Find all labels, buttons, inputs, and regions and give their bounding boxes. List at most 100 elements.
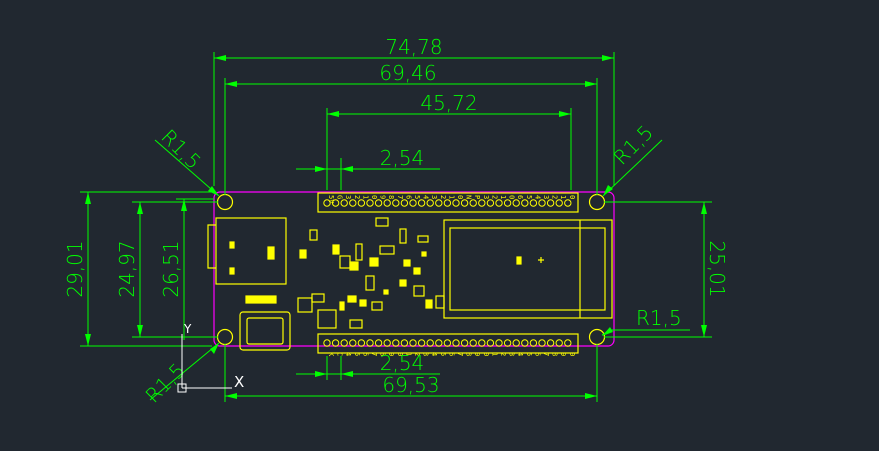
- top-header-pin-label: 1: [559, 195, 567, 199]
- usb-connector: [215, 217, 287, 285]
- top-header-pin-label: 0: [568, 195, 576, 199]
- top-header-pin: [366, 199, 374, 207]
- smd-part: [339, 255, 351, 269]
- smd-part: [399, 228, 407, 244]
- top-header-pin-label: P: [473, 195, 481, 199]
- top-header-pin-label: 8: [387, 195, 395, 199]
- top-header-pin-label: 6: [404, 195, 412, 199]
- top-header-pin: [564, 199, 572, 207]
- top-header-pin-label: 0: [456, 195, 464, 199]
- smd-part: [359, 299, 367, 307]
- smd-part: [332, 244, 340, 255]
- bottom-header-pin: [452, 339, 460, 347]
- top-header-pin: [435, 199, 443, 207]
- rf-module-inner: [449, 227, 606, 311]
- bottom-pin-header: [317, 333, 579, 354]
- top-header-pin: [331, 199, 340, 207]
- top-header-pin-label: 4: [422, 195, 430, 199]
- top-header-pin-label: 5: [413, 195, 421, 199]
- bottom-header-pin-label: 9: [473, 352, 481, 356]
- smd-part: [417, 235, 429, 243]
- bottom-header-pin-label: 9: [559, 352, 567, 356]
- bottom-header-pin-label: 1: [404, 352, 412, 356]
- top-header-pin-label: 2: [439, 195, 447, 199]
- top-header-pin-label: 5: [525, 195, 533, 199]
- bottom-header-pin-label: 3: [422, 352, 430, 356]
- top-header-pin-label: 2: [551, 195, 559, 199]
- top-header-pin-label: G: [336, 195, 344, 199]
- dim-overall-width: 74,78: [385, 35, 442, 59]
- bottom-header-pin-label: C: [336, 352, 344, 356]
- dim-hole-span-top: 69,46: [379, 61, 436, 85]
- top-header-pin-label: 3: [344, 195, 352, 199]
- bottom-header-pin: [331, 339, 340, 347]
- smd-part: [347, 295, 357, 303]
- smd-part: [399, 279, 407, 287]
- ucs-x-label: X: [234, 373, 244, 391]
- top-header-pin-label: 3: [430, 195, 438, 199]
- top-pin-header: [317, 192, 579, 213]
- top-header-pin-label: 5V: [327, 195, 335, 204]
- dimension-lines: [80, 52, 712, 402]
- dim-pin-pitch-top: 2,54: [380, 146, 425, 170]
- bottom-header-pin: [409, 339, 417, 347]
- top-header-pin-label: 0: [508, 195, 516, 199]
- bottom-header-pin-label: K: [327, 352, 335, 357]
- top-header-pin-label: 6: [516, 195, 524, 199]
- bottom-header-pin-label: 0: [482, 352, 490, 356]
- smd-part: [339, 301, 345, 311]
- dim-header-span: 45,72: [420, 91, 477, 115]
- top-header-pin-label: 2: [490, 195, 498, 199]
- top-header-pin: [486, 199, 495, 207]
- bottom-header-pin-label: 9: [387, 352, 395, 356]
- top-header-pin: [495, 199, 503, 207]
- smd-part: [297, 297, 313, 313]
- smd-part: [375, 217, 389, 227]
- top-header-pin-label: 1: [499, 195, 507, 199]
- top-header-pin: [546, 199, 555, 207]
- bottom-header-pin: [521, 339, 529, 347]
- usb-pad-3: [229, 267, 235, 275]
- bottom-header-pin: [392, 339, 400, 347]
- top-header-pin: [417, 199, 426, 207]
- top-header-pin: [349, 199, 357, 207]
- smd-part: [413, 285, 425, 297]
- dim-hole-span-right: 25,01: [705, 240, 729, 297]
- top-header-pin: [443, 199, 452, 207]
- top-header-pin: [374, 199, 383, 207]
- top-header-pin-label: 9: [379, 195, 387, 199]
- top-header-pin-label: 7: [396, 195, 404, 199]
- mounting-hole-bottom-left: [216, 328, 234, 346]
- bottom-header-pin: [564, 339, 572, 347]
- smd-part: [425, 299, 433, 309]
- top-header-pin: [340, 199, 348, 207]
- smd-part: [413, 267, 421, 275]
- smd-part: [355, 243, 363, 261]
- top-header-pin-label: 2: [353, 195, 361, 199]
- top-header-pin: [555, 199, 563, 207]
- smd-part: [421, 251, 427, 257]
- top-header-pin: [521, 199, 529, 207]
- bottom-header-pin-label: 4: [516, 352, 524, 356]
- bottom-header-pin-label: 5: [525, 352, 533, 356]
- usb-pad-1: [267, 246, 275, 260]
- top-header-pin-label: 3: [542, 195, 550, 199]
- top-header-pin: [323, 199, 331, 207]
- smd-part: [379, 245, 395, 255]
- bottom-header-pin: [435, 339, 443, 347]
- bottom-header-pin-label: 1: [490, 352, 498, 356]
- bottom-header-pin-label: 6: [447, 352, 455, 356]
- bottom-header-pin-label: 8: [465, 352, 473, 356]
- dim-pin-pitch-bottom: 2,54: [380, 351, 425, 375]
- bottom-header-pin: [546, 339, 555, 347]
- bottom-header-pin-label: 6: [361, 352, 369, 356]
- top-header-pin-label: 1: [361, 195, 369, 199]
- smd-part: [311, 293, 325, 303]
- bottom-header-pin: [340, 339, 348, 347]
- smd-part: [349, 319, 363, 329]
- top-header-pin-label: 0: [370, 195, 378, 199]
- bottom-header-pin: [349, 339, 357, 347]
- mounting-hole-top-left: [216, 193, 234, 211]
